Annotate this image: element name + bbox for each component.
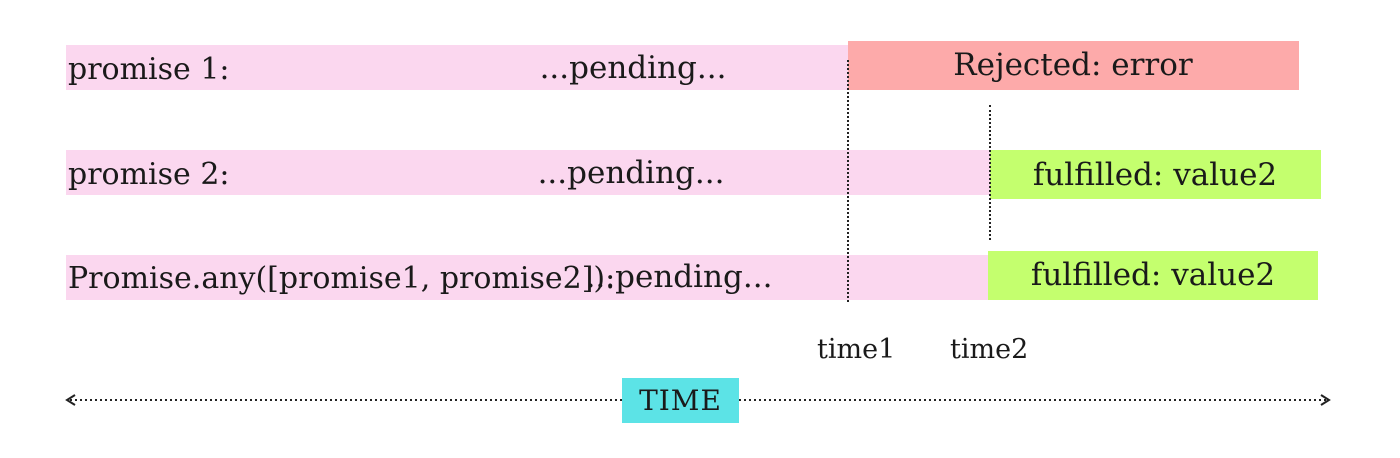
promise-any-pending-bar — [66, 255, 988, 300]
axis-left-arrowhead — [65, 394, 76, 406]
promise-any-fulfilled-bar — [988, 251, 1318, 300]
time1-label: time1 — [817, 334, 896, 365]
time-axis-label: TIME — [622, 378, 739, 423]
time2-marker-line — [989, 105, 991, 240]
axis-right-arrowhead — [1320, 394, 1331, 406]
promise2-pending-text: ...pending... — [537, 155, 725, 191]
time2-label: time2 — [950, 334, 1029, 365]
promise-any-pending-text: ...pending... — [585, 259, 773, 295]
promise2-label: promise 2: — [68, 157, 230, 192]
promise1-pending-bar — [66, 45, 848, 90]
promise-any-label: Promise.any([promise1, promise2]): — [68, 261, 616, 296]
promise2-fulfilled-bar — [990, 150, 1321, 199]
promise1-pending-text: ...pending... — [539, 50, 727, 86]
promise1-rejected-bar — [848, 41, 1299, 90]
promise2-fulfilled-text: fulfilled: value2 — [1032, 157, 1278, 193]
promise-any-fulfilled-text: fulfilled: value2 — [1030, 257, 1276, 293]
promise1-rejected-text: Rejected: error — [953, 47, 1193, 83]
time1-marker-line — [847, 60, 849, 302]
promise2-pending-bar — [66, 150, 990, 195]
promise1-label: promise 1: — [68, 52, 230, 87]
